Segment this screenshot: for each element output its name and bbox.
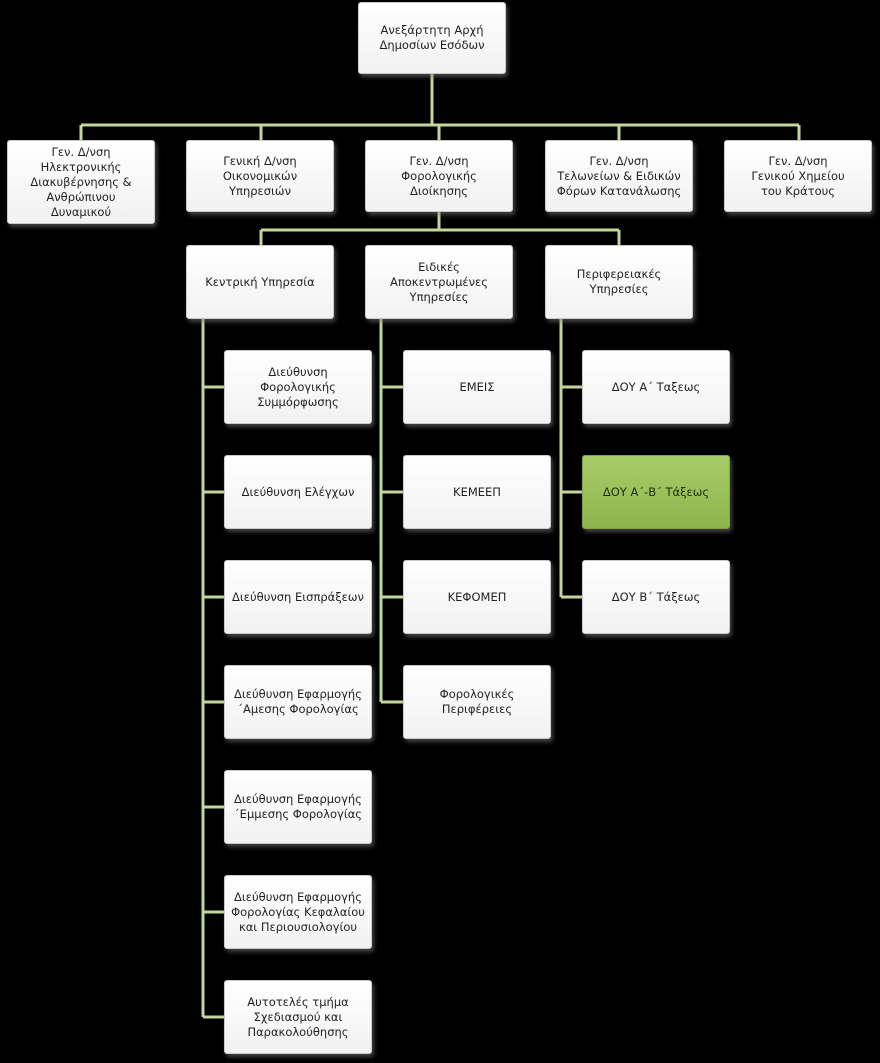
unit-label: Διεύθυνση Εφαρμογής Φορολογίας Κεφαλαίου…: [231, 889, 365, 934]
service-label: Κεντρική Υπηρεσία: [205, 274, 315, 289]
unit-label: ΔΟΥ Α΄-Β΄ Τάξεως: [602, 484, 710, 499]
special-unit-emeis[interactable]: ΕΜΕΙΣ: [403, 350, 551, 424]
central-unit-capital-tax[interactable]: Διεύθυνση Εφαρμογής Φορολογίας Κεφαλαίου…: [224, 875, 372, 949]
unit-label: Αυτοτελές τμήμα Σχεδιασμού και Παρακολού…: [247, 994, 349, 1039]
unit-label: Διεύθυνση Φορολογικής Συμμόρφωσης: [257, 364, 339, 409]
special-unit-kefomep[interactable]: ΚΕΦΟΜΕΠ: [403, 560, 551, 634]
central-unit-indirect-tax[interactable]: Διεύθυνση Εφαρμογής ΄Εμμεσης Φορολογίας: [224, 770, 372, 844]
service-special-decentralized[interactable]: Ειδικές Αποκεντρωμένες Υπηρεσίες: [365, 245, 513, 319]
gd-label: Γεν. Δ/νση Ηλεκτρονικής Διακυβέρνησης & …: [30, 144, 132, 219]
regional-unit-doy-a[interactable]: ΔΟΥ Α΄ Ταξεως: [582, 350, 730, 424]
unit-label: ΔΟΥ Β΄ Τάξεως: [611, 589, 701, 604]
central-unit-collections[interactable]: Διεύθυνση Εισπράξεων: [224, 560, 372, 634]
connector-group: [79, 74, 801, 1019]
root-node[interactable]: Ανεξάρτητη Αρχή Δημοσίων Εσόδων: [358, 2, 506, 74]
root-node-label: Ανεξάρτητη Αρχή Δημοσίων Εσόδων: [379, 23, 485, 52]
gd-label: Γεν. Δ/νση Τελωνείων & Ειδικών Φόρων Κατ…: [556, 153, 682, 198]
unit-label: Διεύθυνση Ελέγχων: [241, 484, 355, 499]
gd-label: Γεν. Δ/νση Γενικού Χημείου του Κράτους: [751, 153, 845, 198]
central-unit-compliance[interactable]: Διεύθυνση Φορολογικής Συμμόρφωσης: [224, 350, 372, 424]
gd-label: Γενική Δ/νση Οικονομικών Υπηρεσιών: [222, 153, 298, 198]
regional-unit-doy-a-b-highlighted[interactable]: ΔΟΥ Α΄-Β΄ Τάξεως: [582, 455, 730, 529]
service-label: Περιφερειακές Υπηρεσίες: [576, 267, 662, 296]
gd-electronic-governance[interactable]: Γεν. Δ/νση Ηλεκτρονικής Διακυβέρνησης & …: [7, 140, 155, 224]
service-label: Ειδικές Αποκεντρωμένες Υπηρεσίες: [389, 259, 489, 304]
unit-label: Φορολογικές Περιφέρειες: [439, 687, 515, 716]
central-unit-audits[interactable]: Διεύθυνση Ελέγχων: [224, 455, 372, 529]
unit-label: ΚΕΜΕΕΠ: [453, 484, 501, 499]
special-unit-tax-regions[interactable]: Φορολογικές Περιφέρειες: [403, 665, 551, 739]
unit-label: Διεύθυνση Εισπράξεων: [232, 589, 364, 604]
central-unit-direct-tax[interactable]: Διεύθυνση Εφαρμογής ΄Αμεσης Φορολογίας: [224, 665, 372, 739]
unit-label: ΔΟΥ Α΄ Ταξεως: [611, 379, 701, 394]
gd-state-chemistry[interactable]: Γεν. Δ/νση Γενικού Χημείου του Κράτους: [724, 140, 872, 212]
gd-tax-administration[interactable]: Γεν. Δ/νση Φορολογικής Διοίκησης: [365, 140, 513, 212]
unit-label: Διεύθυνση Εφαρμογής ΄Αμεσης Φορολογίας: [234, 687, 362, 716]
central-unit-planning[interactable]: Αυτοτελές τμήμα Σχεδιασμού και Παρακολού…: [224, 980, 372, 1054]
gd-label: Γεν. Δ/νση Φορολογικής Διοίκησης: [401, 153, 477, 198]
special-unit-kemeep[interactable]: ΚΕΜΕΕΠ: [403, 455, 551, 529]
unit-label: Διεύθυνση Εφαρμογής ΄Εμμεσης Φορολογίας: [233, 792, 363, 821]
unit-label: ΕΜΕΙΣ: [459, 379, 495, 394]
service-regional[interactable]: Περιφερειακές Υπηρεσίες: [545, 245, 693, 319]
unit-label: ΚΕΦΟΜΕΠ: [447, 589, 507, 604]
regional-unit-doy-b[interactable]: ΔΟΥ Β΄ Τάξεως: [582, 560, 730, 634]
service-central[interactable]: Κεντρική Υπηρεσία: [186, 245, 334, 319]
gd-customs-excise[interactable]: Γεν. Δ/νση Τελωνείων & Ειδικών Φόρων Κατ…: [545, 140, 693, 212]
gd-financial-services[interactable]: Γενική Δ/νση Οικονομικών Υπηρεσιών: [186, 140, 334, 212]
